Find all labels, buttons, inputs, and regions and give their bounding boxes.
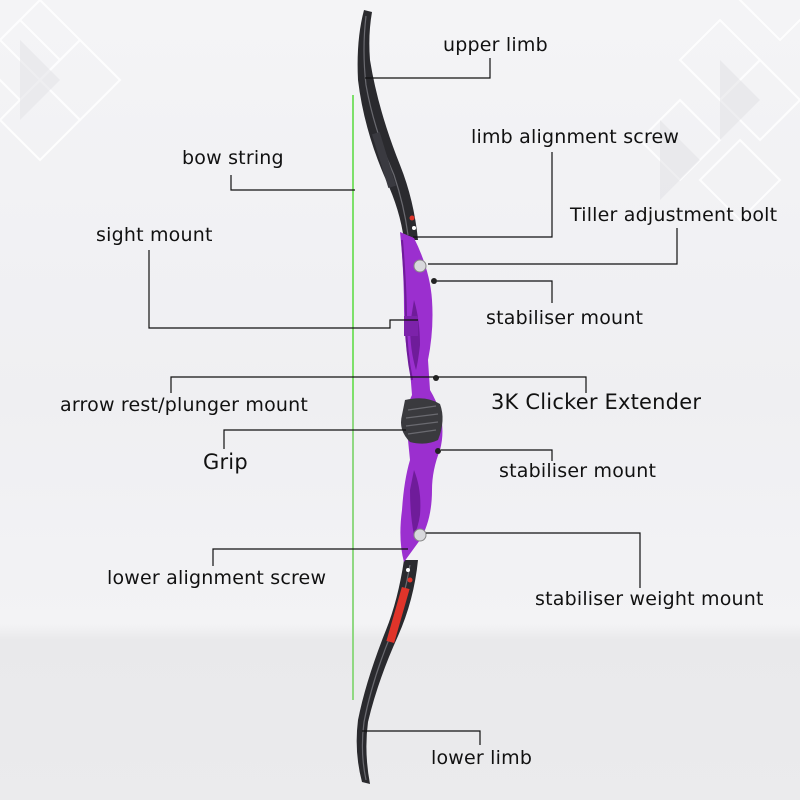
lower-limb-dot	[407, 577, 413, 583]
upper-limb-dot-2	[412, 226, 416, 230]
label-lower-limb: lower limb	[431, 747, 533, 769]
leader-lines	[148, 58, 678, 745]
riser-cutout-lower	[410, 470, 421, 535]
label-stabiliser-mount-upper: stabiliser mount	[486, 307, 644, 329]
label-limb-alignment-screw: limb alignment screw	[471, 126, 680, 148]
grip-texture	[405, 405, 439, 435]
sight-mount-block	[404, 316, 418, 336]
label-lower-alignment-screw: lower alignment screw	[107, 567, 327, 589]
label-tiller-adjustment-bolt: Tiller adjustment bolt	[570, 204, 778, 226]
riser	[400, 232, 443, 562]
tiller-bolt	[413, 259, 427, 273]
label-grip: Grip	[203, 450, 248, 474]
clicker-screw	[433, 375, 439, 381]
lower-limb-dot-2	[406, 568, 410, 572]
upper-limb-decal	[371, 132, 397, 188]
lower-alignment-bolt	[413, 528, 427, 542]
upper-limb-dot	[409, 215, 415, 221]
label-upper-limb: upper limb	[443, 34, 548, 56]
label-bow-string: bow string	[182, 147, 284, 169]
stabiliser-mount-upper-dot	[431, 278, 437, 284]
label-sight-mount: sight mount	[96, 224, 213, 246]
upper-limb-shine	[363, 15, 409, 236]
label-stabiliser-weight-mount: stabiliser weight mount	[535, 588, 764, 610]
upper-limb	[357, 10, 418, 240]
lower-limb-decal	[386, 586, 410, 644]
stabiliser-mount-lower-dot	[435, 448, 441, 454]
label-stabiliser-mount-lower: stabiliser mount	[499, 460, 657, 482]
lower-limb	[356, 560, 418, 784]
label-arrow-rest-plunger-mount: arrow rest/plunger mount	[60, 394, 309, 416]
grip	[401, 398, 443, 444]
label-clicker-extender: 3K Clicker Extender	[491, 390, 702, 414]
